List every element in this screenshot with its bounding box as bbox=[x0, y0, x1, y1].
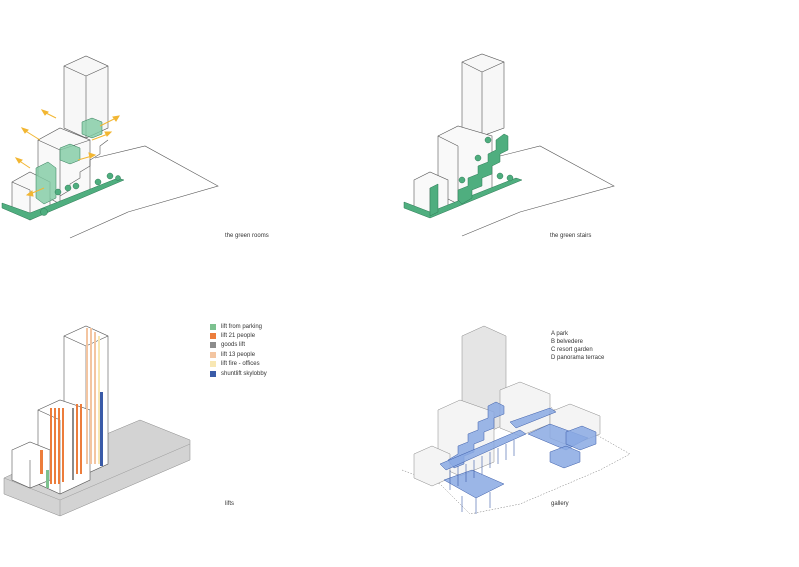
site-outline bbox=[69, 145, 219, 239]
panel-gallery: A park B belvedere C resort garden D pan… bbox=[400, 284, 799, 567]
legend-swatch bbox=[210, 323, 216, 330]
shuntlift-skylobby bbox=[100, 392, 103, 466]
green-ground-strip bbox=[1, 177, 125, 221]
legend-label: lift fire - offices bbox=[221, 361, 260, 368]
green-stairs-diagram bbox=[403, 53, 615, 237]
view-arrow-icon bbox=[91, 133, 109, 141]
gallery-room bbox=[565, 425, 597, 451]
lift-13-people bbox=[86, 328, 88, 464]
caption-green-stairs: the green stairs bbox=[550, 233, 592, 239]
tree-icon bbox=[506, 174, 514, 182]
legend-label: shuntlift skylobby bbox=[221, 370, 267, 377]
tree-icon bbox=[115, 175, 121, 181]
legend-item: goods lift bbox=[210, 341, 267, 350]
key-item: B belvedere bbox=[551, 339, 584, 345]
legend-item: lift from parking bbox=[210, 322, 267, 331]
legend-label: goods lift bbox=[221, 342, 246, 349]
legend-item: shuntlift skylobby bbox=[210, 369, 267, 378]
tree-icon bbox=[106, 172, 114, 180]
key-item: A park bbox=[551, 331, 569, 337]
site-outline bbox=[461, 145, 615, 237]
panel-lifts: lift from parking lift 21 people goods l… bbox=[0, 284, 400, 567]
gallery-bridge bbox=[509, 407, 557, 429]
gallery-loop bbox=[443, 469, 505, 499]
caption-lifts: lifts bbox=[225, 501, 234, 507]
legend-item: lift fire - offices bbox=[210, 360, 267, 369]
green-room-middle bbox=[59, 143, 81, 165]
tree-icon bbox=[474, 154, 482, 162]
lift-fire-offices bbox=[98, 336, 100, 464]
low-block bbox=[11, 441, 51, 489]
gallery-diagram bbox=[401, 325, 631, 515]
caption-gallery: gallery bbox=[551, 501, 569, 507]
panel-green-rooms: the green rooms bbox=[0, 0, 400, 284]
green-rooms-diagram bbox=[1, 55, 219, 239]
legend-swatch bbox=[210, 361, 216, 368]
tree-icon bbox=[496, 172, 504, 180]
lift-from-parking bbox=[46, 470, 49, 488]
goods-lift bbox=[72, 408, 74, 480]
lift-21-people bbox=[50, 408, 52, 484]
lifts-diagram bbox=[3, 325, 191, 517]
tower bbox=[461, 53, 505, 137]
gallery-key-list: A park B belvedere C resort garden D pan… bbox=[551, 330, 604, 362]
tree-icon bbox=[54, 188, 62, 196]
lift-21-people bbox=[54, 408, 56, 484]
green-stair-band bbox=[457, 133, 509, 205]
panel-green-stairs: the green stairs bbox=[400, 0, 799, 284]
legend-swatch bbox=[210, 351, 216, 358]
tree-icon bbox=[72, 182, 80, 190]
lifts-legend: lift from parking lift 21 people goods l… bbox=[210, 322, 267, 378]
lift-21-people bbox=[80, 404, 82, 474]
key-item: C resort garden bbox=[551, 347, 593, 353]
key-item: D panorama terrace bbox=[551, 355, 605, 361]
legend-label: lift 13 people bbox=[221, 351, 256, 358]
tree-icon bbox=[94, 178, 102, 186]
lift-13-people bbox=[94, 332, 96, 464]
green-room-lower bbox=[35, 161, 57, 205]
lift-21-people bbox=[58, 408, 60, 484]
lift-21-people bbox=[62, 408, 64, 482]
lift-21-people bbox=[76, 404, 78, 474]
green-room-top bbox=[81, 117, 103, 139]
green-wall bbox=[429, 183, 439, 217]
view-arrow-icon bbox=[99, 117, 117, 127]
caption-green-rooms: the green rooms bbox=[225, 233, 269, 239]
lift-13-people bbox=[90, 328, 92, 464]
legend-swatch bbox=[210, 333, 216, 340]
tree-icon bbox=[484, 136, 492, 144]
legend-swatch bbox=[210, 342, 216, 349]
legend-label: lift from parking bbox=[221, 323, 263, 330]
lift-21-people bbox=[40, 450, 43, 474]
legend-label: lift 21 people bbox=[221, 333, 256, 340]
gallery-room-far bbox=[549, 445, 581, 469]
legend-swatch bbox=[210, 370, 216, 377]
legend-item: lift 21 people bbox=[210, 331, 267, 340]
legend-item: lift 13 people bbox=[210, 350, 267, 359]
tree-icon bbox=[40, 208, 48, 216]
tree-icon bbox=[458, 176, 466, 184]
gallery-walkway bbox=[439, 429, 527, 471]
tree-icon bbox=[64, 184, 72, 192]
